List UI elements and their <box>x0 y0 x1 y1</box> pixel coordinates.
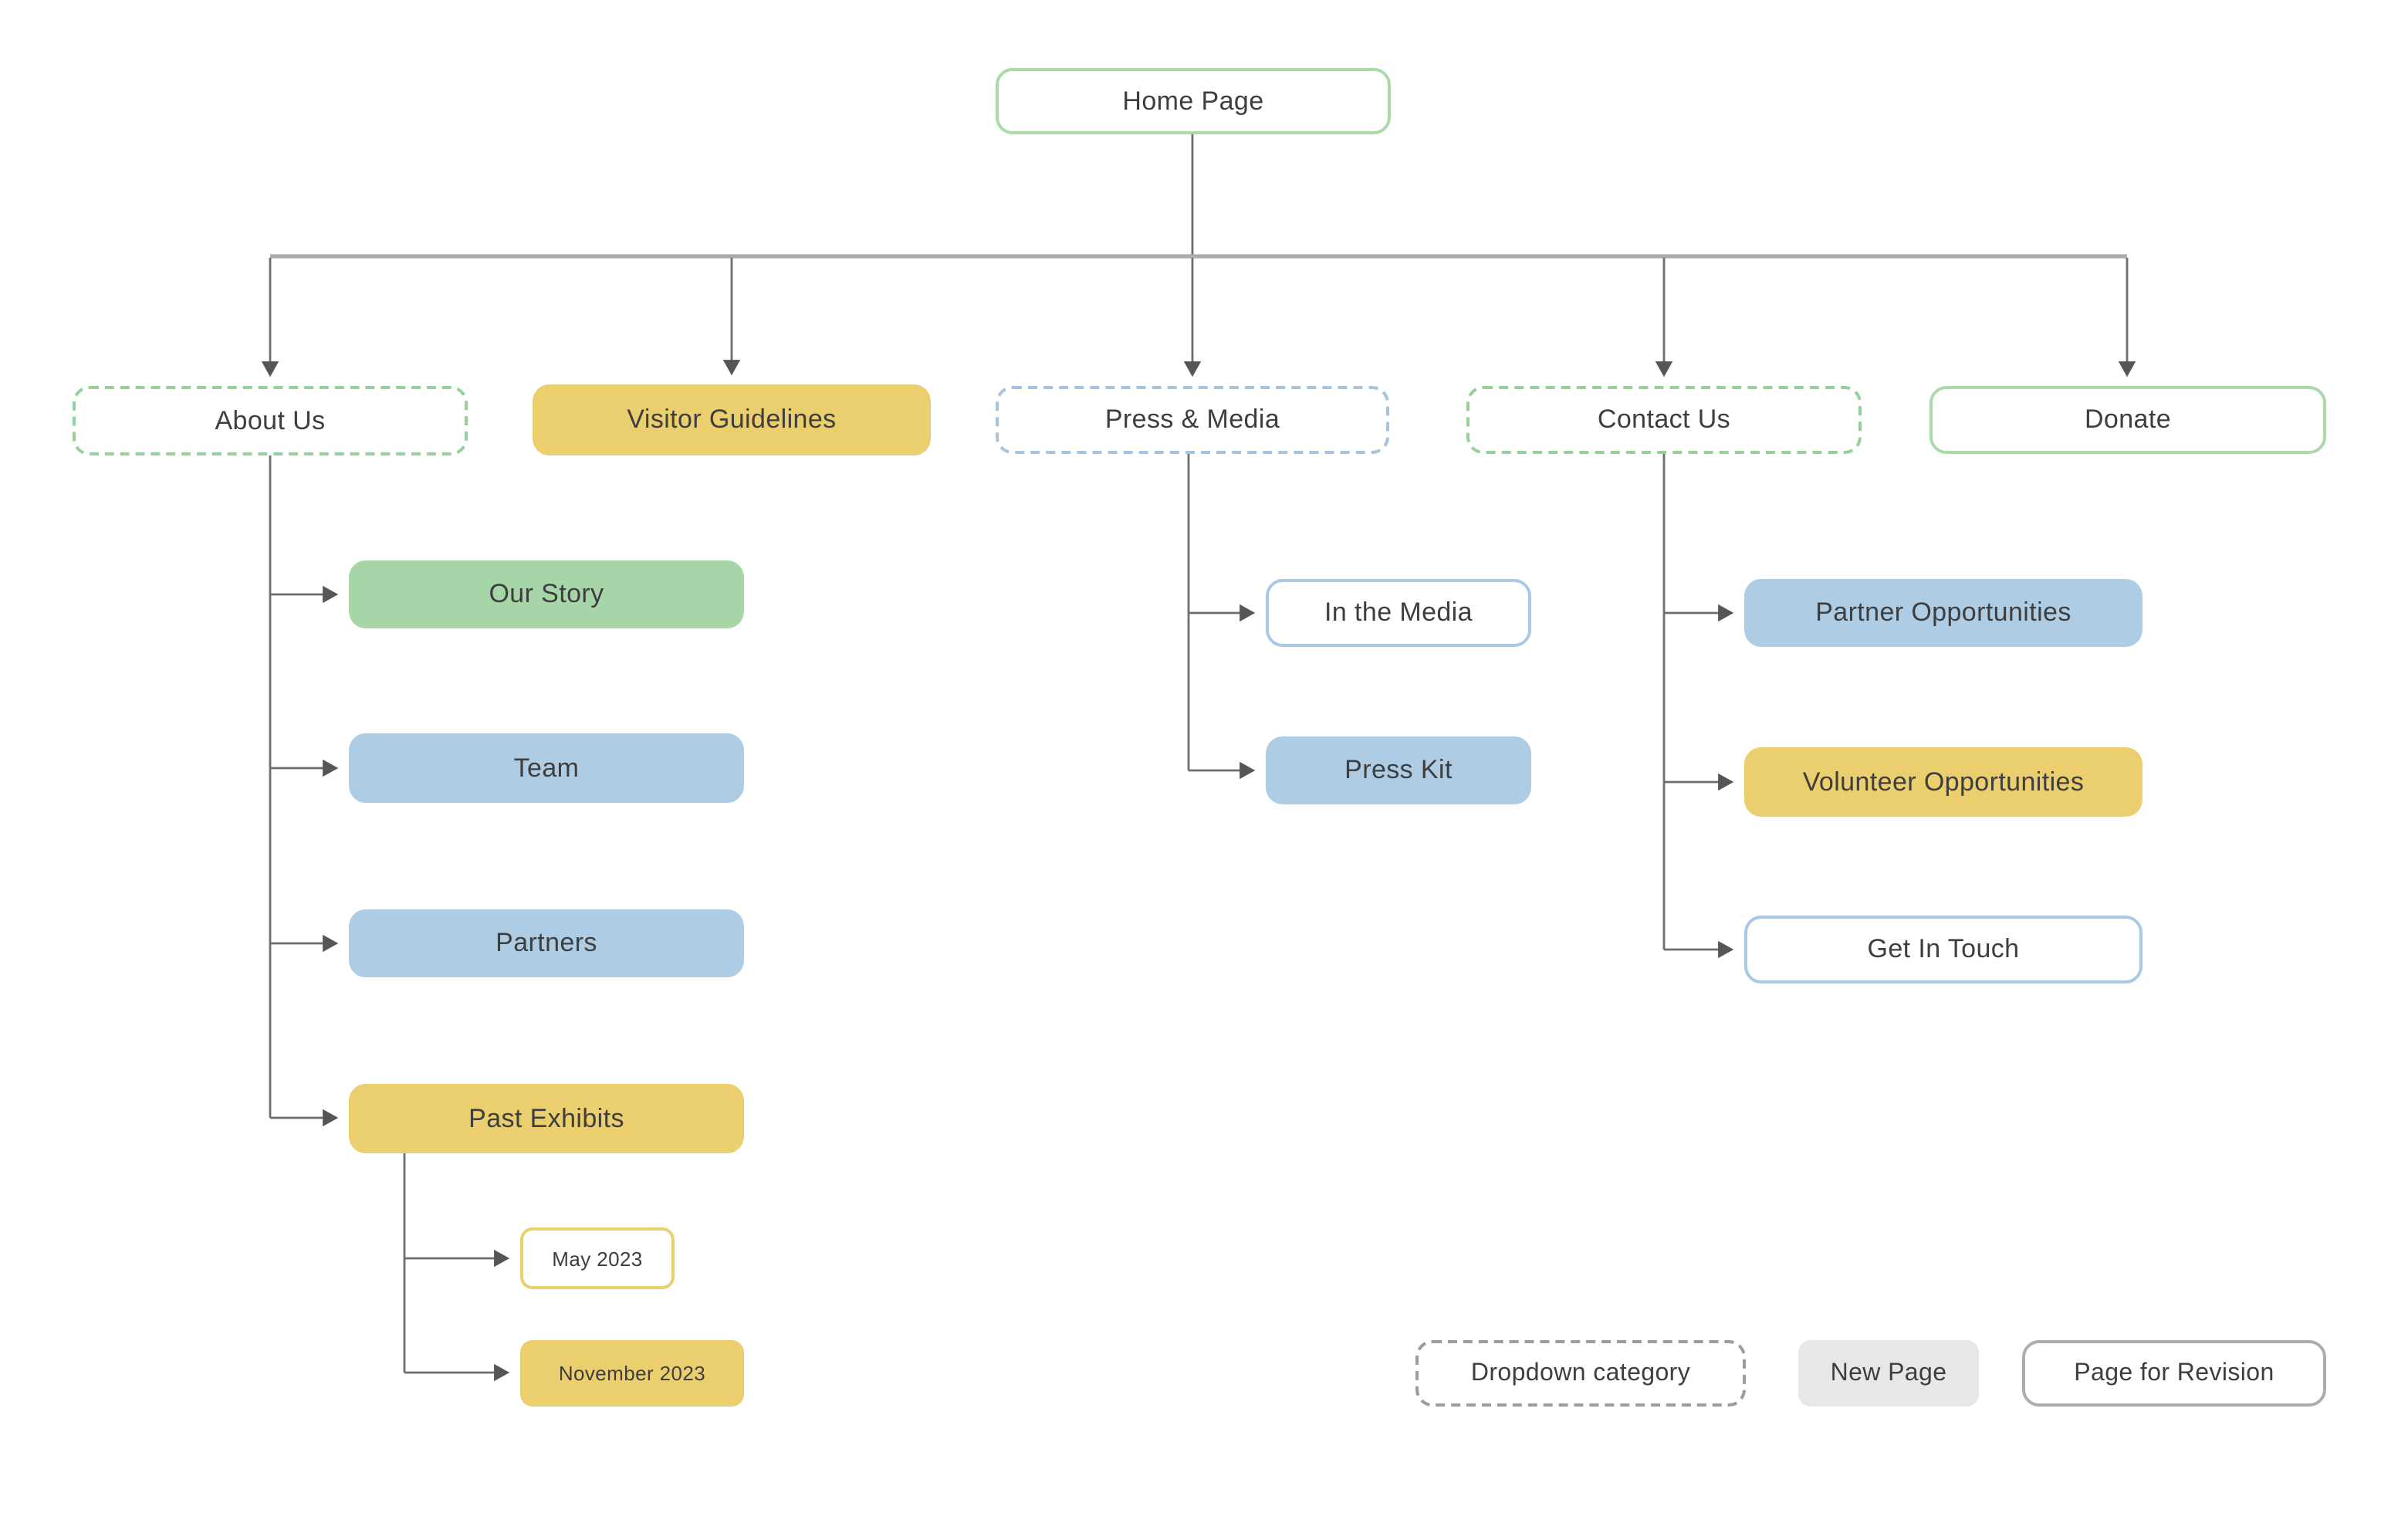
node-press-media[interactable]: Press & Media <box>996 386 1389 454</box>
legend-dropdown-category: Dropdown category <box>1415 1340 1746 1407</box>
legend-label: Page for Revision <box>2074 1359 2274 1386</box>
legend-new-page: New Page <box>1798 1340 1979 1407</box>
node-our-story[interactable]: Our Story <box>349 560 744 628</box>
node-label: Press Kit <box>1344 755 1453 784</box>
node-label: About Us <box>215 405 326 435</box>
node-label: Home Page <box>1122 86 1264 115</box>
node-team[interactable]: Team <box>349 733 744 803</box>
legend-label: Dropdown category <box>1470 1359 1691 1386</box>
node-volunteer-opportunities[interactable]: Volunteer Opportunities <box>1744 747 2143 817</box>
node-label: Past Exhibits <box>468 1103 624 1132</box>
node-get-in-touch[interactable]: Get In Touch <box>1744 916 2143 983</box>
node-label: Our Story <box>489 579 604 608</box>
node-partner-opportunities[interactable]: Partner Opportunities <box>1744 579 2143 647</box>
node-past-exhibits[interactable]: Past Exhibits <box>349 1084 744 1153</box>
node-label: Partner Opportunities <box>1815 598 2071 627</box>
node-label: Press & Media <box>1104 405 1280 434</box>
node-label: Get In Touch <box>1867 934 2020 963</box>
node-donate[interactable]: Donate <box>1929 386 2326 454</box>
node-in-the-media[interactable]: In the Media <box>1266 579 1531 647</box>
node-label: Visitor Guidelines <box>627 405 837 434</box>
node-about-us[interactable]: About Us <box>73 386 468 455</box>
node-label: Contact Us <box>1597 405 1731 434</box>
node-november-2023[interactable]: November 2023 <box>520 1340 744 1407</box>
node-label: Partners <box>495 928 597 957</box>
node-partners[interactable]: Partners <box>349 909 744 977</box>
node-may-2023[interactable]: May 2023 <box>520 1227 675 1289</box>
node-label: Team <box>513 753 580 782</box>
node-home-page[interactable]: Home Page <box>996 68 1391 134</box>
node-label: November 2023 <box>558 1362 706 1385</box>
node-contact-us[interactable]: Contact Us <box>1466 386 1862 454</box>
node-visitor-guidelines[interactable]: Visitor Guidelines <box>533 384 931 455</box>
node-label: In the Media <box>1324 598 1473 627</box>
node-press-kit[interactable]: Press Kit <box>1266 736 1531 804</box>
node-label: Volunteer Opportunities <box>1802 767 2085 796</box>
legend-page-for-revision: Page for Revision <box>2022 1340 2326 1407</box>
node-label: Donate <box>2084 405 2172 434</box>
legend-label: New Page <box>1830 1359 1947 1386</box>
node-label: May 2023 <box>552 1247 643 1270</box>
